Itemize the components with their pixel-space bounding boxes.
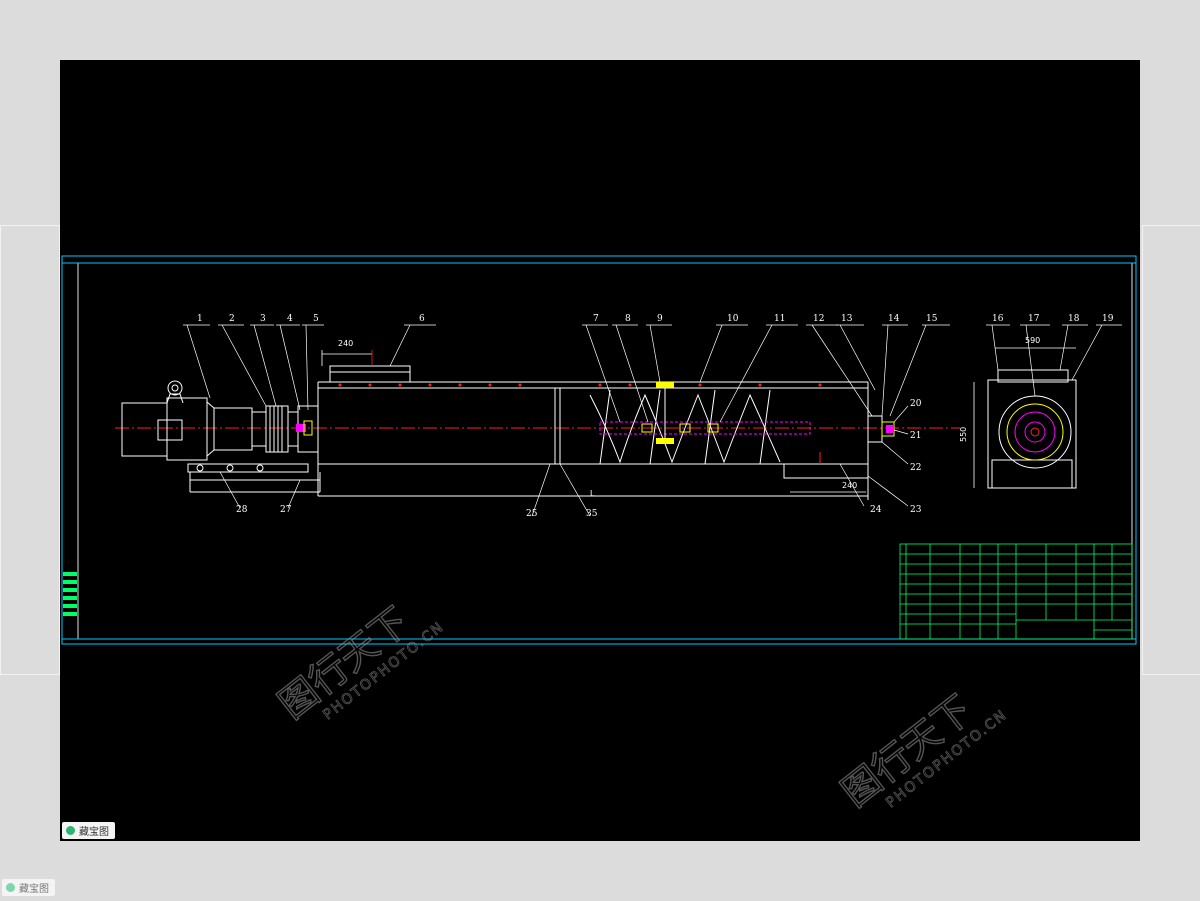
part-label: 3 bbox=[260, 314, 266, 324]
part-label: 27 bbox=[280, 505, 292, 515]
part-label: 20 bbox=[910, 399, 922, 409]
badge-outer-icon bbox=[6, 883, 15, 892]
part-label: 16 bbox=[992, 314, 1004, 324]
part-label: 13 bbox=[841, 314, 853, 324]
end-view-dimensions bbox=[973, 347, 1076, 488]
part-label: 10 bbox=[727, 314, 739, 324]
part-label: 5 bbox=[313, 314, 319, 324]
part-label: 14 bbox=[888, 314, 900, 324]
motor-base bbox=[187, 463, 321, 493]
ghost-drawing-left bbox=[0, 225, 60, 675]
part-label: 22 bbox=[910, 463, 921, 473]
cad-drawing-canvas: 240 240 L bbox=[60, 60, 1140, 841]
title-block bbox=[899, 543, 1133, 640]
badge-icon bbox=[66, 826, 75, 835]
watermark-right: 图行天下 PHOTOPHOTO.CN bbox=[833, 686, 1011, 816]
part-label: 12 bbox=[813, 314, 824, 324]
part-label: 11 bbox=[774, 314, 785, 324]
dim-end-view-height: 550 bbox=[959, 427, 968, 442]
part-label: 6 bbox=[419, 314, 425, 324]
part-label: 18 bbox=[1068, 314, 1080, 324]
badge-outer-label: 藏宝图 bbox=[19, 884, 49, 895]
badge[interactable]: 藏宝图 bbox=[62, 822, 115, 839]
inlet-dimension bbox=[321, 350, 373, 366]
end-view bbox=[987, 369, 1077, 489]
trough-bolts bbox=[338, 383, 822, 387]
part-label: 17 bbox=[1028, 314, 1040, 324]
watermark-center: 图行天下 PHOTOPHOTO.CN bbox=[270, 598, 448, 728]
screw-shaft bbox=[599, 382, 811, 444]
bearing-left bbox=[296, 420, 313, 436]
part-label: 2 bbox=[229, 314, 235, 324]
motor bbox=[121, 380, 267, 461]
outlet-chute bbox=[783, 452, 869, 479]
trough-body bbox=[317, 381, 869, 500]
bearing-right bbox=[867, 415, 895, 443]
part-label: 35 bbox=[586, 509, 598, 519]
part-label: 19 bbox=[1102, 314, 1114, 324]
part-labels: 1 2 3 4 5 6 7 8 9 10 11 12 13 14 15 16 1… bbox=[197, 314, 1114, 519]
left-margin-blocks bbox=[63, 572, 77, 616]
part-label: 25 bbox=[526, 509, 538, 519]
ghost-drawing-right bbox=[1142, 225, 1200, 675]
screw-flights bbox=[589, 389, 781, 465]
cad-drawing: 240 240 L bbox=[61, 255, 1137, 816]
dim-center-mark: L bbox=[590, 489, 595, 498]
inlet-hopper bbox=[329, 365, 411, 383]
dim-inlet-width: 240 bbox=[338, 339, 353, 348]
part-label: 8 bbox=[625, 314, 631, 324]
badge-outer[interactable]: 藏宝图 bbox=[2, 879, 55, 896]
part-label: 1 bbox=[197, 314, 203, 324]
part-label: 28 bbox=[236, 505, 248, 515]
part-label: 7 bbox=[593, 314, 599, 324]
part-label: 21 bbox=[910, 431, 921, 441]
badge-label: 藏宝图 bbox=[79, 827, 109, 838]
part-label: 4 bbox=[287, 314, 293, 324]
part-label: 24 bbox=[870, 505, 882, 515]
frame-ticks bbox=[62, 262, 1136, 640]
part-label: 15 bbox=[926, 314, 938, 324]
part-label: 9 bbox=[657, 314, 663, 324]
leader-lines bbox=[183, 324, 1122, 517]
coupling bbox=[265, 405, 319, 453]
part-label: 23 bbox=[910, 505, 922, 515]
dim-outlet-width: 240 bbox=[842, 481, 857, 490]
dim-end-view-width: 590 bbox=[1025, 336, 1040, 345]
